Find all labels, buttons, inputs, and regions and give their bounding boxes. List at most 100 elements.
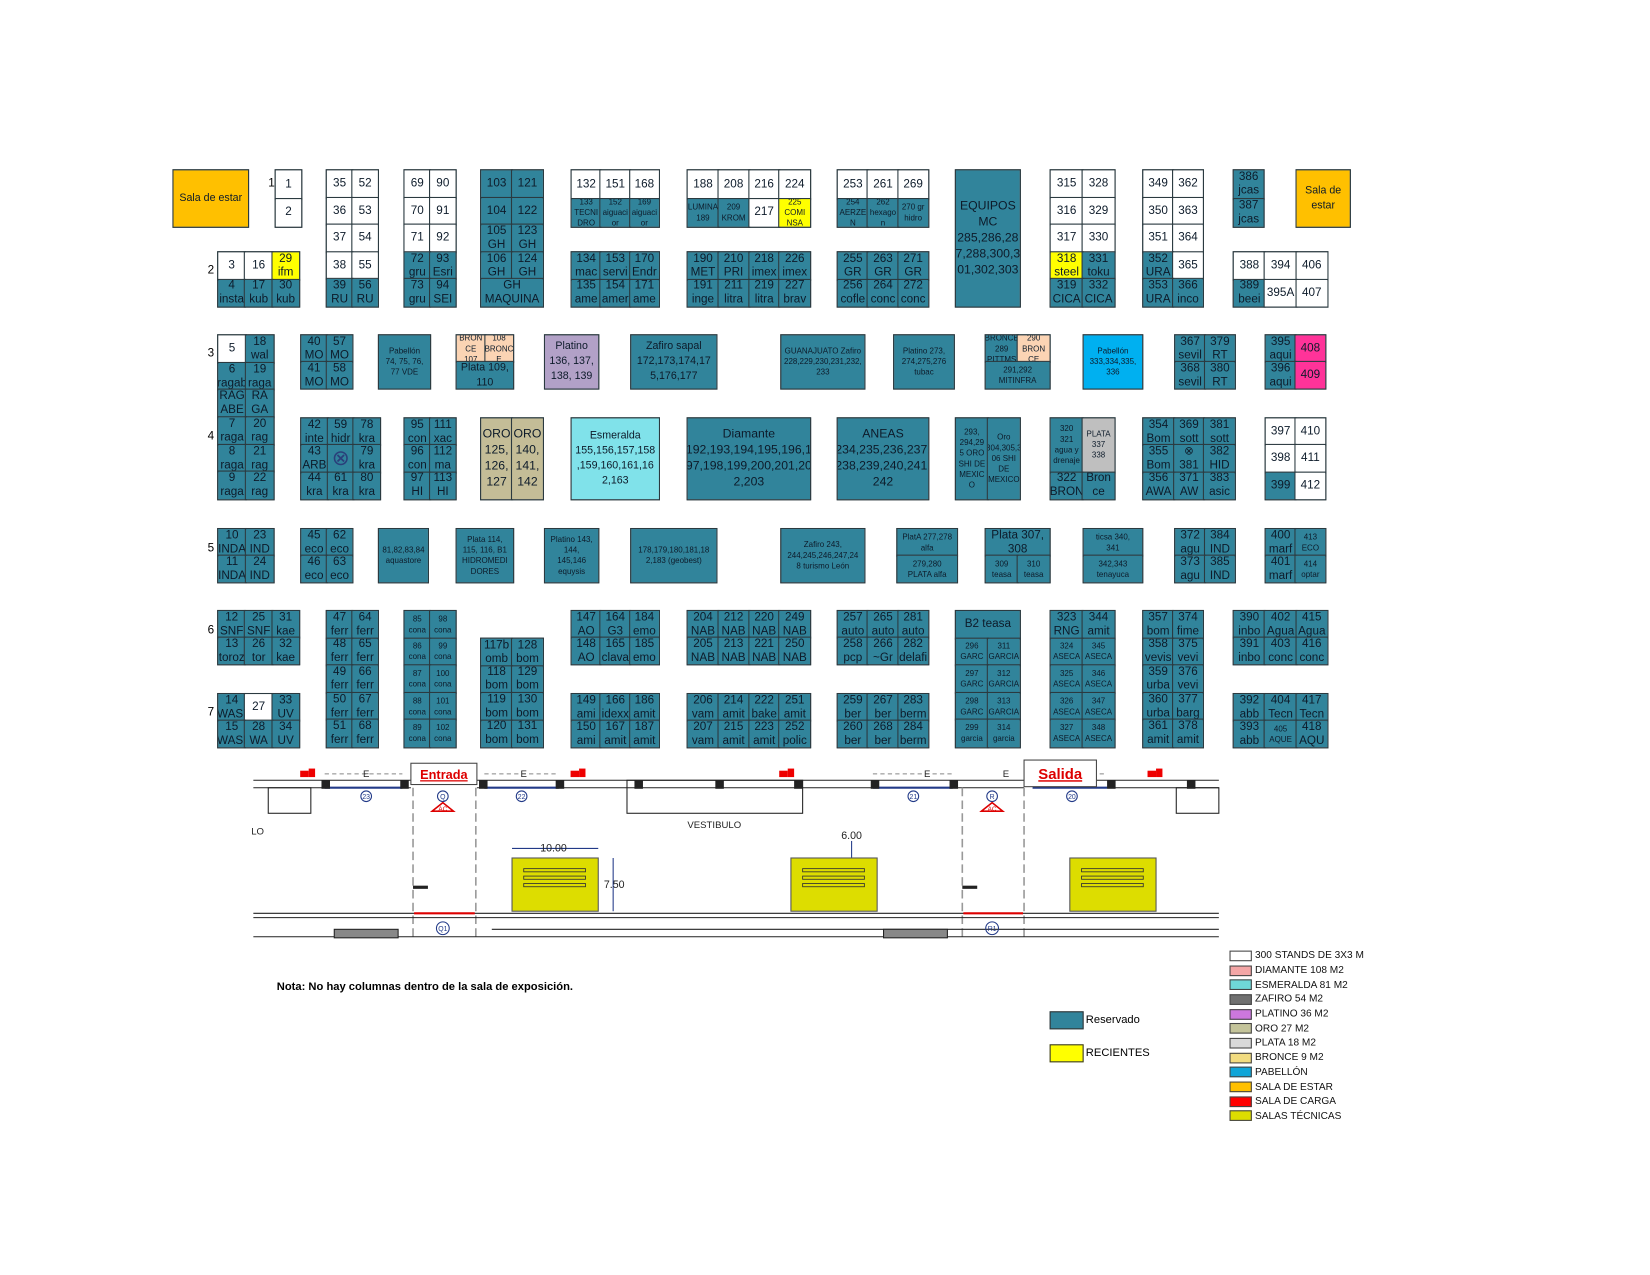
- booth: 381 sott: [1203, 417, 1236, 446]
- booth: 135 ame: [571, 278, 602, 308]
- booth: 66 ferr: [351, 664, 379, 694]
- row-number-label: 4: [207, 430, 215, 443]
- booth: 191 inge: [687, 278, 719, 308]
- booth: 12 SNF: [217, 610, 246, 639]
- booth: 168: [629, 169, 660, 200]
- booth: 405 AQUE: [1264, 720, 1297, 748]
- booth: 355 Bom: [1142, 444, 1175, 473]
- booth: 323 RNG: [1050, 610, 1084, 639]
- booth: 403 conc: [1264, 637, 1297, 665]
- booth: BRONCE 289 PITTMS: [985, 334, 1019, 363]
- booth: 118 bom: [480, 665, 513, 694]
- booth: 211 litra: [717, 278, 750, 308]
- booth: 73 gru: [403, 278, 431, 308]
- legend-item: 300 STANDS DE 3X3 M: [1229, 948, 1364, 963]
- booth: 347 ASECA: [1082, 692, 1116, 721]
- booth: 253: [837, 169, 869, 200]
- row-number-label: 1: [268, 176, 275, 190]
- booth: 221 NAB: [748, 637, 781, 665]
- booth: 178,179,180,181,18 2,183 (geobest): [630, 528, 717, 583]
- booth: 271 GR: [897, 251, 929, 280]
- booth: 164 G3: [600, 610, 631, 639]
- booth: 410: [1294, 417, 1326, 446]
- booth: 85 cona: [403, 610, 431, 639]
- booth: 59 hidr: [326, 417, 355, 446]
- legend-swatch: [1229, 994, 1252, 1005]
- booth: 46 eco: [300, 555, 328, 583]
- booth: 170 Endr: [629, 251, 660, 280]
- legend-swatch: [1229, 1081, 1252, 1093]
- booth-block: Platino 273, 274,275,276 tubac: [893, 334, 955, 390]
- booth: 17 kub: [244, 278, 273, 308]
- axis-mark: 23: [362, 794, 370, 801]
- booth: 165 clava: [600, 637, 631, 665]
- booth: 97 HI: [403, 471, 431, 500]
- legend-item: PLATA 18 M2: [1229, 1036, 1363, 1051]
- booth: 150 ami: [571, 720, 602, 748]
- booth: Pabellón 333,334,335, 336: [1083, 334, 1143, 390]
- legend-item: SALA DE ESTAR: [1229, 1080, 1363, 1095]
- booth: GUANAJUATO Zafiro 228,229,230,231,232, 2…: [780, 334, 865, 390]
- booth: 47 ferr: [326, 610, 353, 639]
- booth: 269: [897, 169, 929, 200]
- legend-swatch: [1229, 979, 1252, 991]
- booth: 52: [351, 169, 379, 199]
- booth: 67 ferr: [351, 692, 379, 721]
- legend-label: PABELLÓN: [1255, 1066, 1308, 1079]
- booth-block: Pabellón 74, 75, 76, 77 VDE: [377, 334, 432, 390]
- booth: 64 ferr: [351, 610, 379, 639]
- booth: 215 amit: [717, 720, 750, 748]
- booth: 61 kra: [326, 471, 355, 500]
- legend-item: PLATINO 36 M2: [1229, 1007, 1363, 1022]
- booth: 374 fime: [1172, 610, 1204, 639]
- booth: 330: [1082, 224, 1116, 253]
- exit-label: Salida: [1038, 767, 1083, 783]
- booth: Zafiro 243, 244,245,246,247,24 8 turismo…: [780, 528, 865, 583]
- booth: 33 UV: [271, 693, 300, 722]
- booth: 13 toroz: [217, 637, 246, 665]
- booth: 387 jcas: [1233, 198, 1265, 228]
- booth: 357 bom: [1142, 610, 1174, 639]
- booth: 26 tor: [244, 637, 273, 665]
- booth: 117b omb: [480, 638, 513, 667]
- booth: 19 raga: [245, 362, 275, 391]
- booth: 326 ASECA: [1050, 692, 1084, 721]
- booth: 104: [480, 197, 513, 226]
- booth: 324 ASECA: [1050, 637, 1084, 667]
- booth-block: Platino 143, 144, 145,146 equysis: [543, 527, 600, 584]
- left-fragment-label: LO: [251, 827, 264, 838]
- e-mark: E: [363, 769, 369, 780]
- booth: 100 cona: [429, 664, 457, 694]
- booth: 103: [480, 169, 513, 199]
- booth: 214 amit: [717, 693, 750, 722]
- booth: 6 ragab: [217, 362, 247, 391]
- booth: 37: [326, 224, 353, 253]
- booth: 375 vevi: [1172, 637, 1204, 667]
- booth: 299 garcia: [955, 719, 989, 748]
- legend-label: SALA DE ESTAR: [1255, 1081, 1333, 1093]
- booth: 328: [1082, 169, 1116, 199]
- booth: 272 conc: [897, 278, 929, 308]
- booth: 71: [403, 224, 431, 253]
- booth: 329: [1082, 197, 1116, 226]
- booth: 386 jcas: [1233, 169, 1265, 200]
- lounge-area: Sala de estar: [172, 169, 249, 228]
- booth: 18 wal: [245, 334, 275, 364]
- booth: 290 BRON CE: [1017, 334, 1051, 363]
- booth: 317: [1050, 224, 1084, 253]
- booth: 124 GH: [511, 251, 544, 280]
- booth: 57 MO: [326, 334, 353, 363]
